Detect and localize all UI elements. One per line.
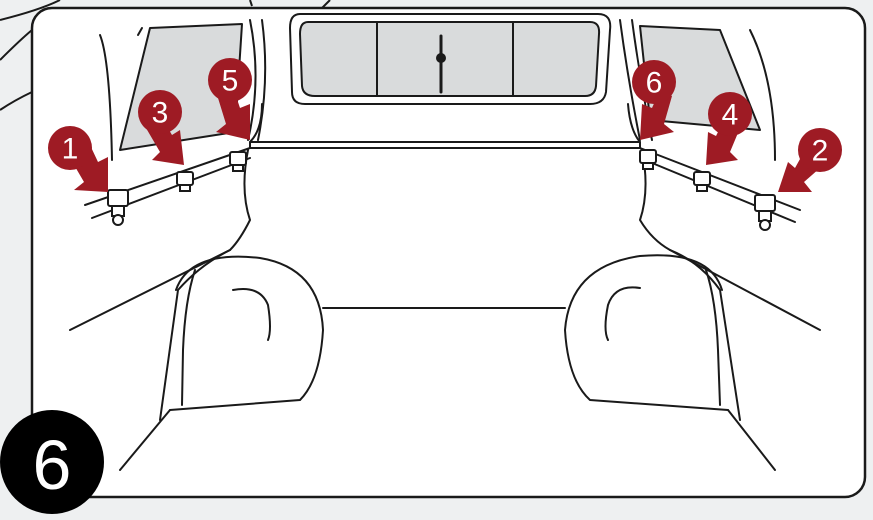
callout-label-2: 2 [812, 135, 829, 168]
step-number: 6 [33, 426, 72, 504]
clamp-4 [694, 172, 710, 191]
clamp-3 [177, 172, 193, 191]
cab-rear-window-glass [300, 22, 599, 96]
callout-label-5: 5 [222, 65, 239, 98]
callout-label-6: 6 [646, 67, 663, 100]
callout-label-3: 3 [152, 97, 169, 130]
clamp-6 [640, 150, 656, 169]
callout-label-1: 1 [62, 133, 79, 166]
clamp-5 [230, 152, 246, 171]
callout-label-4: 4 [722, 99, 739, 132]
